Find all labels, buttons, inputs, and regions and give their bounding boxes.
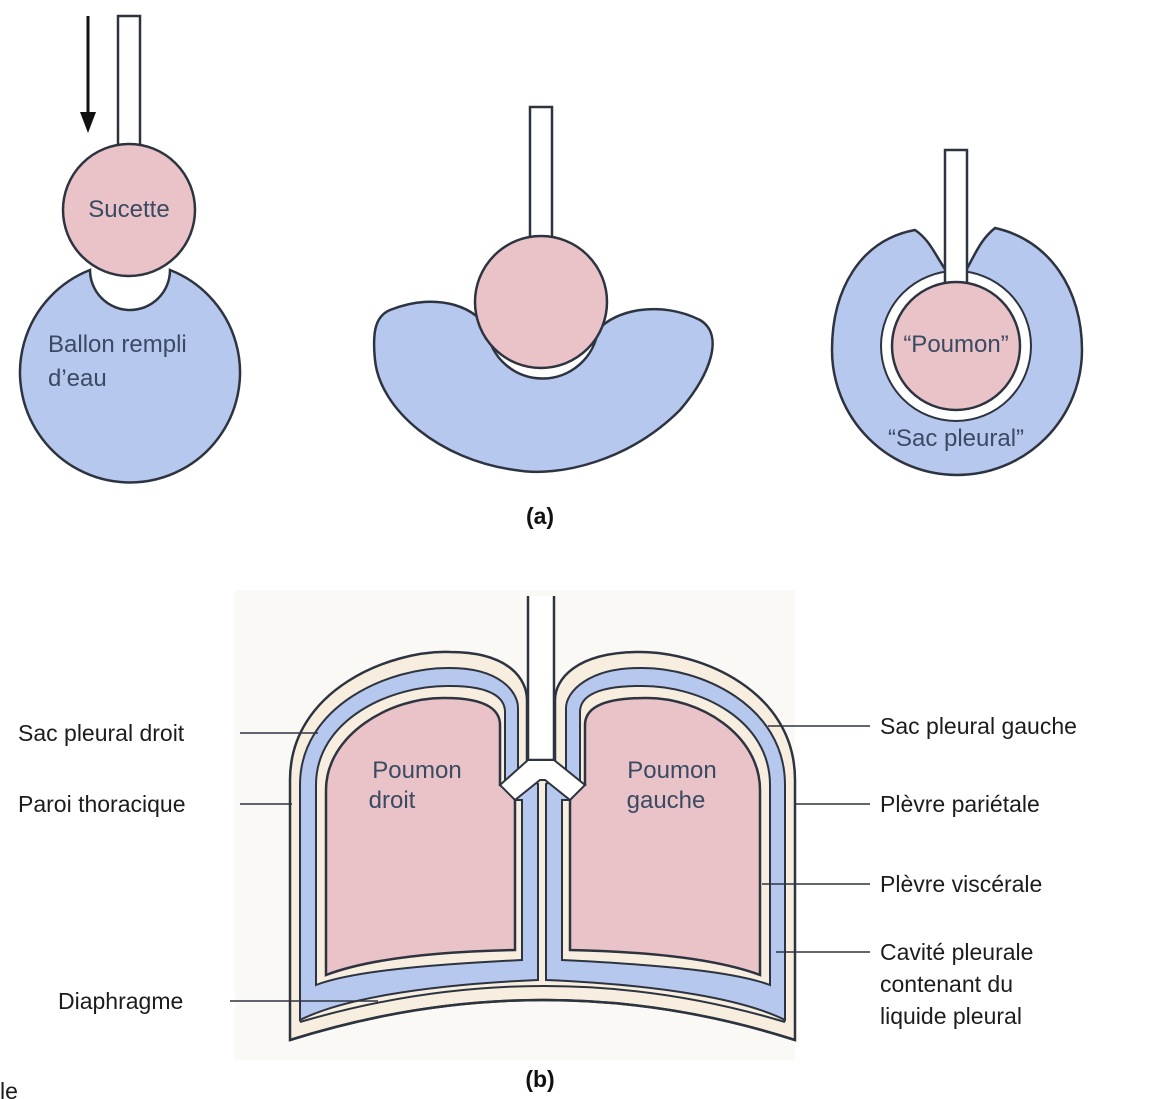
cavite-pleurale-label-1: Cavité pleurale [880,939,1033,965]
plevre-viscerale-label: Plèvre viscérale [880,871,1042,897]
right-lung [326,698,515,975]
lollipop-stick [118,16,140,148]
corner-text-fragment: le [0,1078,18,1099]
lollipop-stick-3 [945,150,967,295]
lollipop-stick-2 [530,107,552,247]
sac-pleural-droit-label: Sac pleural droit [18,720,185,746]
left-lung [570,698,760,975]
sac-pleural-gauche-label: Sac pleural gauche [880,713,1077,739]
sac-pleural-model-label: “Sac pleural” [888,425,1024,452]
poumon-gauche-label-2: gauche [627,787,706,814]
paroi-thoracique-label: Paroi thoracique [18,791,186,817]
sucette-label: Sucette [88,196,169,223]
poumon-gauche-label-1: Poumon [627,757,716,784]
arrow-down-icon [80,16,96,133]
cavite-pleurale-label-2: contenant du [880,971,1013,997]
diaphragme-label: Diaphragme [58,988,183,1014]
lollipop-ball-2 [475,236,607,368]
panel-b: Poumon droit Poumon gauche Sac pleural d… [18,590,1077,1092]
poumon-model-label: “Poumon” [903,331,1008,358]
plevre-parietale-label: Plèvre pariétale [880,791,1040,817]
poumon-droit-label-1: Poumon [372,757,461,784]
poumon-droit-label-2: droit [369,787,416,814]
panel-a: Sucette Ballon rempli d’eau “Poumon” “Sa… [20,16,1082,529]
ballon-label-line1: Ballon rempli [48,331,187,358]
cavite-pleurale-label-3: liquide pleural [880,1003,1022,1029]
caption-a: (a) [526,503,554,529]
caption-b: (b) [525,1066,554,1092]
ballon-label-line2: d’eau [48,365,107,392]
